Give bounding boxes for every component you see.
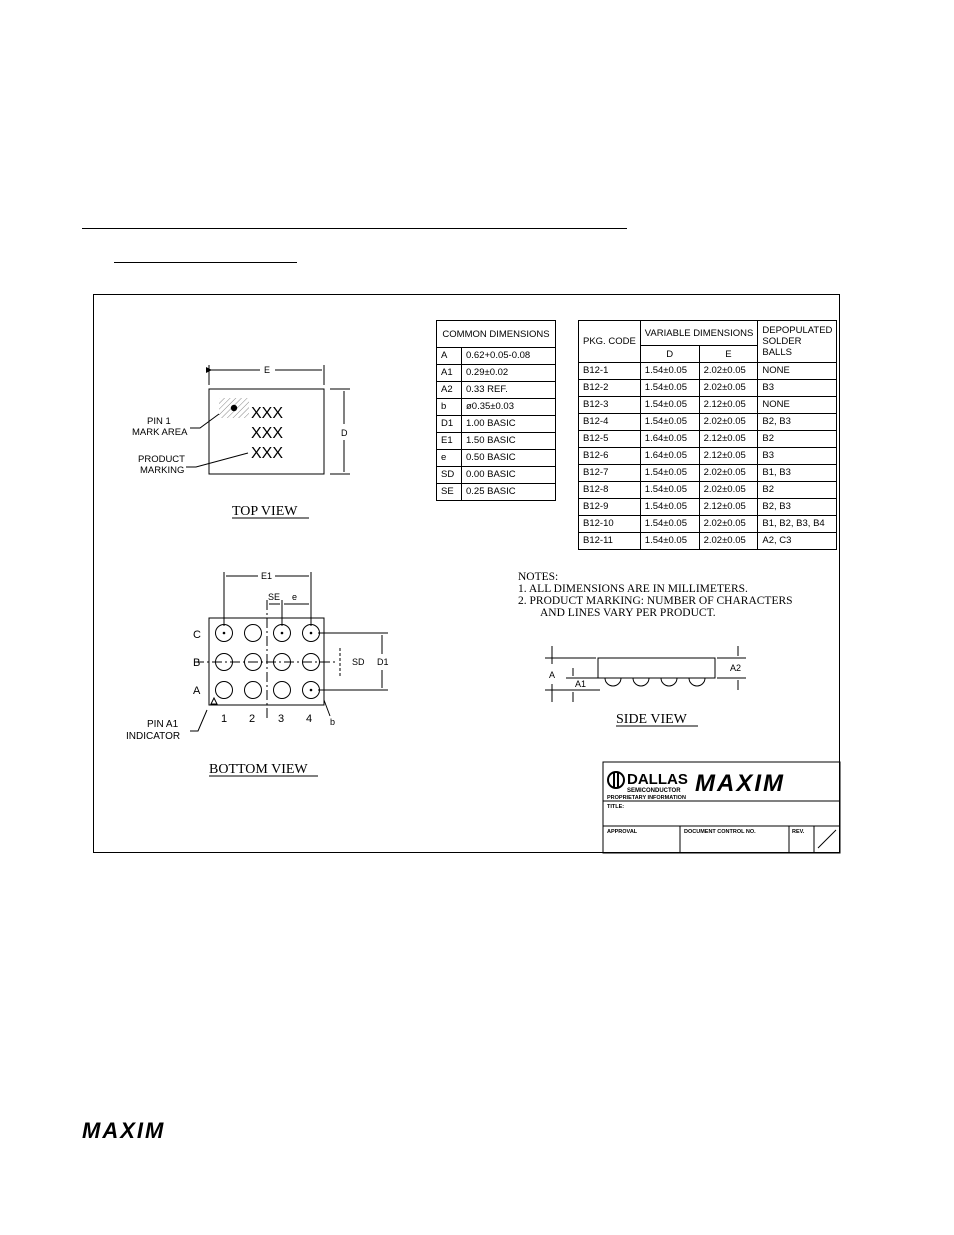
variable-code-cell: B12-6 [578, 447, 641, 465]
row-label-b: B [193, 657, 200, 669]
rev-label: REV. [792, 829, 805, 835]
dim-d1-label: D1 [377, 657, 389, 667]
top-view-caption: TOP VIEW [232, 504, 298, 519]
note-1: 1. ALL DIMENSIONS ARE IN MILLIMETERS. [518, 583, 748, 595]
common-value-cell: 0.25 BASIC [461, 483, 556, 501]
side-a2-label: A2 [730, 663, 741, 673]
proprietary-label: PROPRIETARY INFORMATION [607, 795, 686, 801]
dim-e-label: E [264, 365, 270, 375]
common-table-header: COMMON DIMENSIONS [436, 320, 556, 348]
row-label-c: C [193, 629, 201, 641]
pin-a1-triangle [210, 696, 218, 705]
dim-e-small-label: e [292, 592, 297, 602]
approval-label: APPROVAL [607, 829, 638, 835]
side-a-label: A [549, 670, 555, 680]
notes: NOTES: 1. ALL DIMENSIONS ARE IN MILLIMET… [518, 571, 793, 619]
side-view: A A1 A2 SIDE VIEW [545, 646, 746, 727]
col-label-1: 1 [221, 713, 227, 725]
semiconductor-wordmark: SEMICONDUCTOR [627, 788, 681, 794]
bottom-view-caption: BOTTOM VIEW [209, 762, 308, 777]
dim-b-label: b [330, 717, 335, 727]
marking-line-1: XXX [251, 405, 283, 422]
solder-ball-center-dot [309, 631, 313, 635]
pin1-dot [230, 404, 238, 412]
notes-title: NOTES: [518, 571, 558, 583]
product-label-2: MARKING [140, 465, 184, 476]
side-view-caption: SIDE VIEW [616, 712, 688, 727]
solder-ball-center-dot [280, 631, 284, 635]
solder-ball [215, 681, 233, 699]
solder-ball [273, 681, 291, 699]
solder-ball-center-dot [222, 631, 226, 635]
dallas-wordmark: DALLAS [627, 771, 688, 788]
title-block: DALLAS SEMICONDUCTOR MAXIM PROPRIETARY I… [602, 761, 841, 854]
col-label-4: 4 [306, 713, 312, 725]
pin1-label-2: MARK AREA [132, 427, 188, 438]
solder-ball [244, 624, 262, 642]
footer-logo-text: MAXIM [82, 1118, 166, 1143]
dim-se-label: SE [268, 592, 280, 602]
col-label-3: 3 [278, 713, 284, 725]
note-2-cont: AND LINES VARY PER PRODUCT. [540, 607, 716, 619]
pin-a1-label-1: PIN A1 [147, 719, 179, 730]
bottom-view: E1 SE e D1 SD b C B A 1 2 3 4 PIN A1 IND… [126, 571, 389, 777]
drawing-frame [93, 294, 840, 853]
col-label-2: 2 [249, 713, 255, 725]
solder-ball [244, 681, 262, 699]
section-rule [82, 228, 627, 229]
solder-ball-center-dot [309, 688, 313, 692]
subsection-rule [114, 262, 297, 263]
side-a1-label: A1 [575, 679, 586, 689]
marking-line-2: XXX [251, 425, 283, 442]
variable-code-cell: B12-11 [578, 532, 641, 550]
maxim-wordmark: MAXIM [695, 770, 785, 797]
variable-code-cell: B12-3 [578, 396, 641, 414]
product-label-1: PRODUCT [138, 454, 185, 465]
marking-line-3: XXX [251, 445, 283, 462]
pkg-code-header: PKG. CODE [578, 320, 641, 363]
variable-dimensions-table: PKG. CODE VARIABLE DIMENSIONS DEPOPULATE… [578, 320, 838, 550]
row-label-a: A [193, 685, 201, 697]
dim-d-label: D [341, 428, 348, 438]
dallas-logo-icon [607, 771, 625, 789]
footer-maxim-logo: MAXIM [82, 1118, 165, 1144]
top-view: XXX XXX XXX E D PIN 1 MARK AREA PRODUCT … [132, 365, 350, 519]
title-label: TITLE: [607, 804, 624, 810]
dim-e1-label: E1 [261, 571, 272, 581]
doc-control-label: DOCUMENT CONTROL NO. [684, 829, 756, 835]
pin-a1-label-2: INDICATOR [126, 731, 180, 742]
note-2: 2. PRODUCT MARKING: NUMBER OF CHARACTERS [518, 595, 793, 607]
dim-sd-label: SD [352, 657, 365, 667]
pin1-label-1: PIN 1 [147, 416, 171, 427]
variable-balls-cell: A2, C3 [757, 532, 838, 550]
